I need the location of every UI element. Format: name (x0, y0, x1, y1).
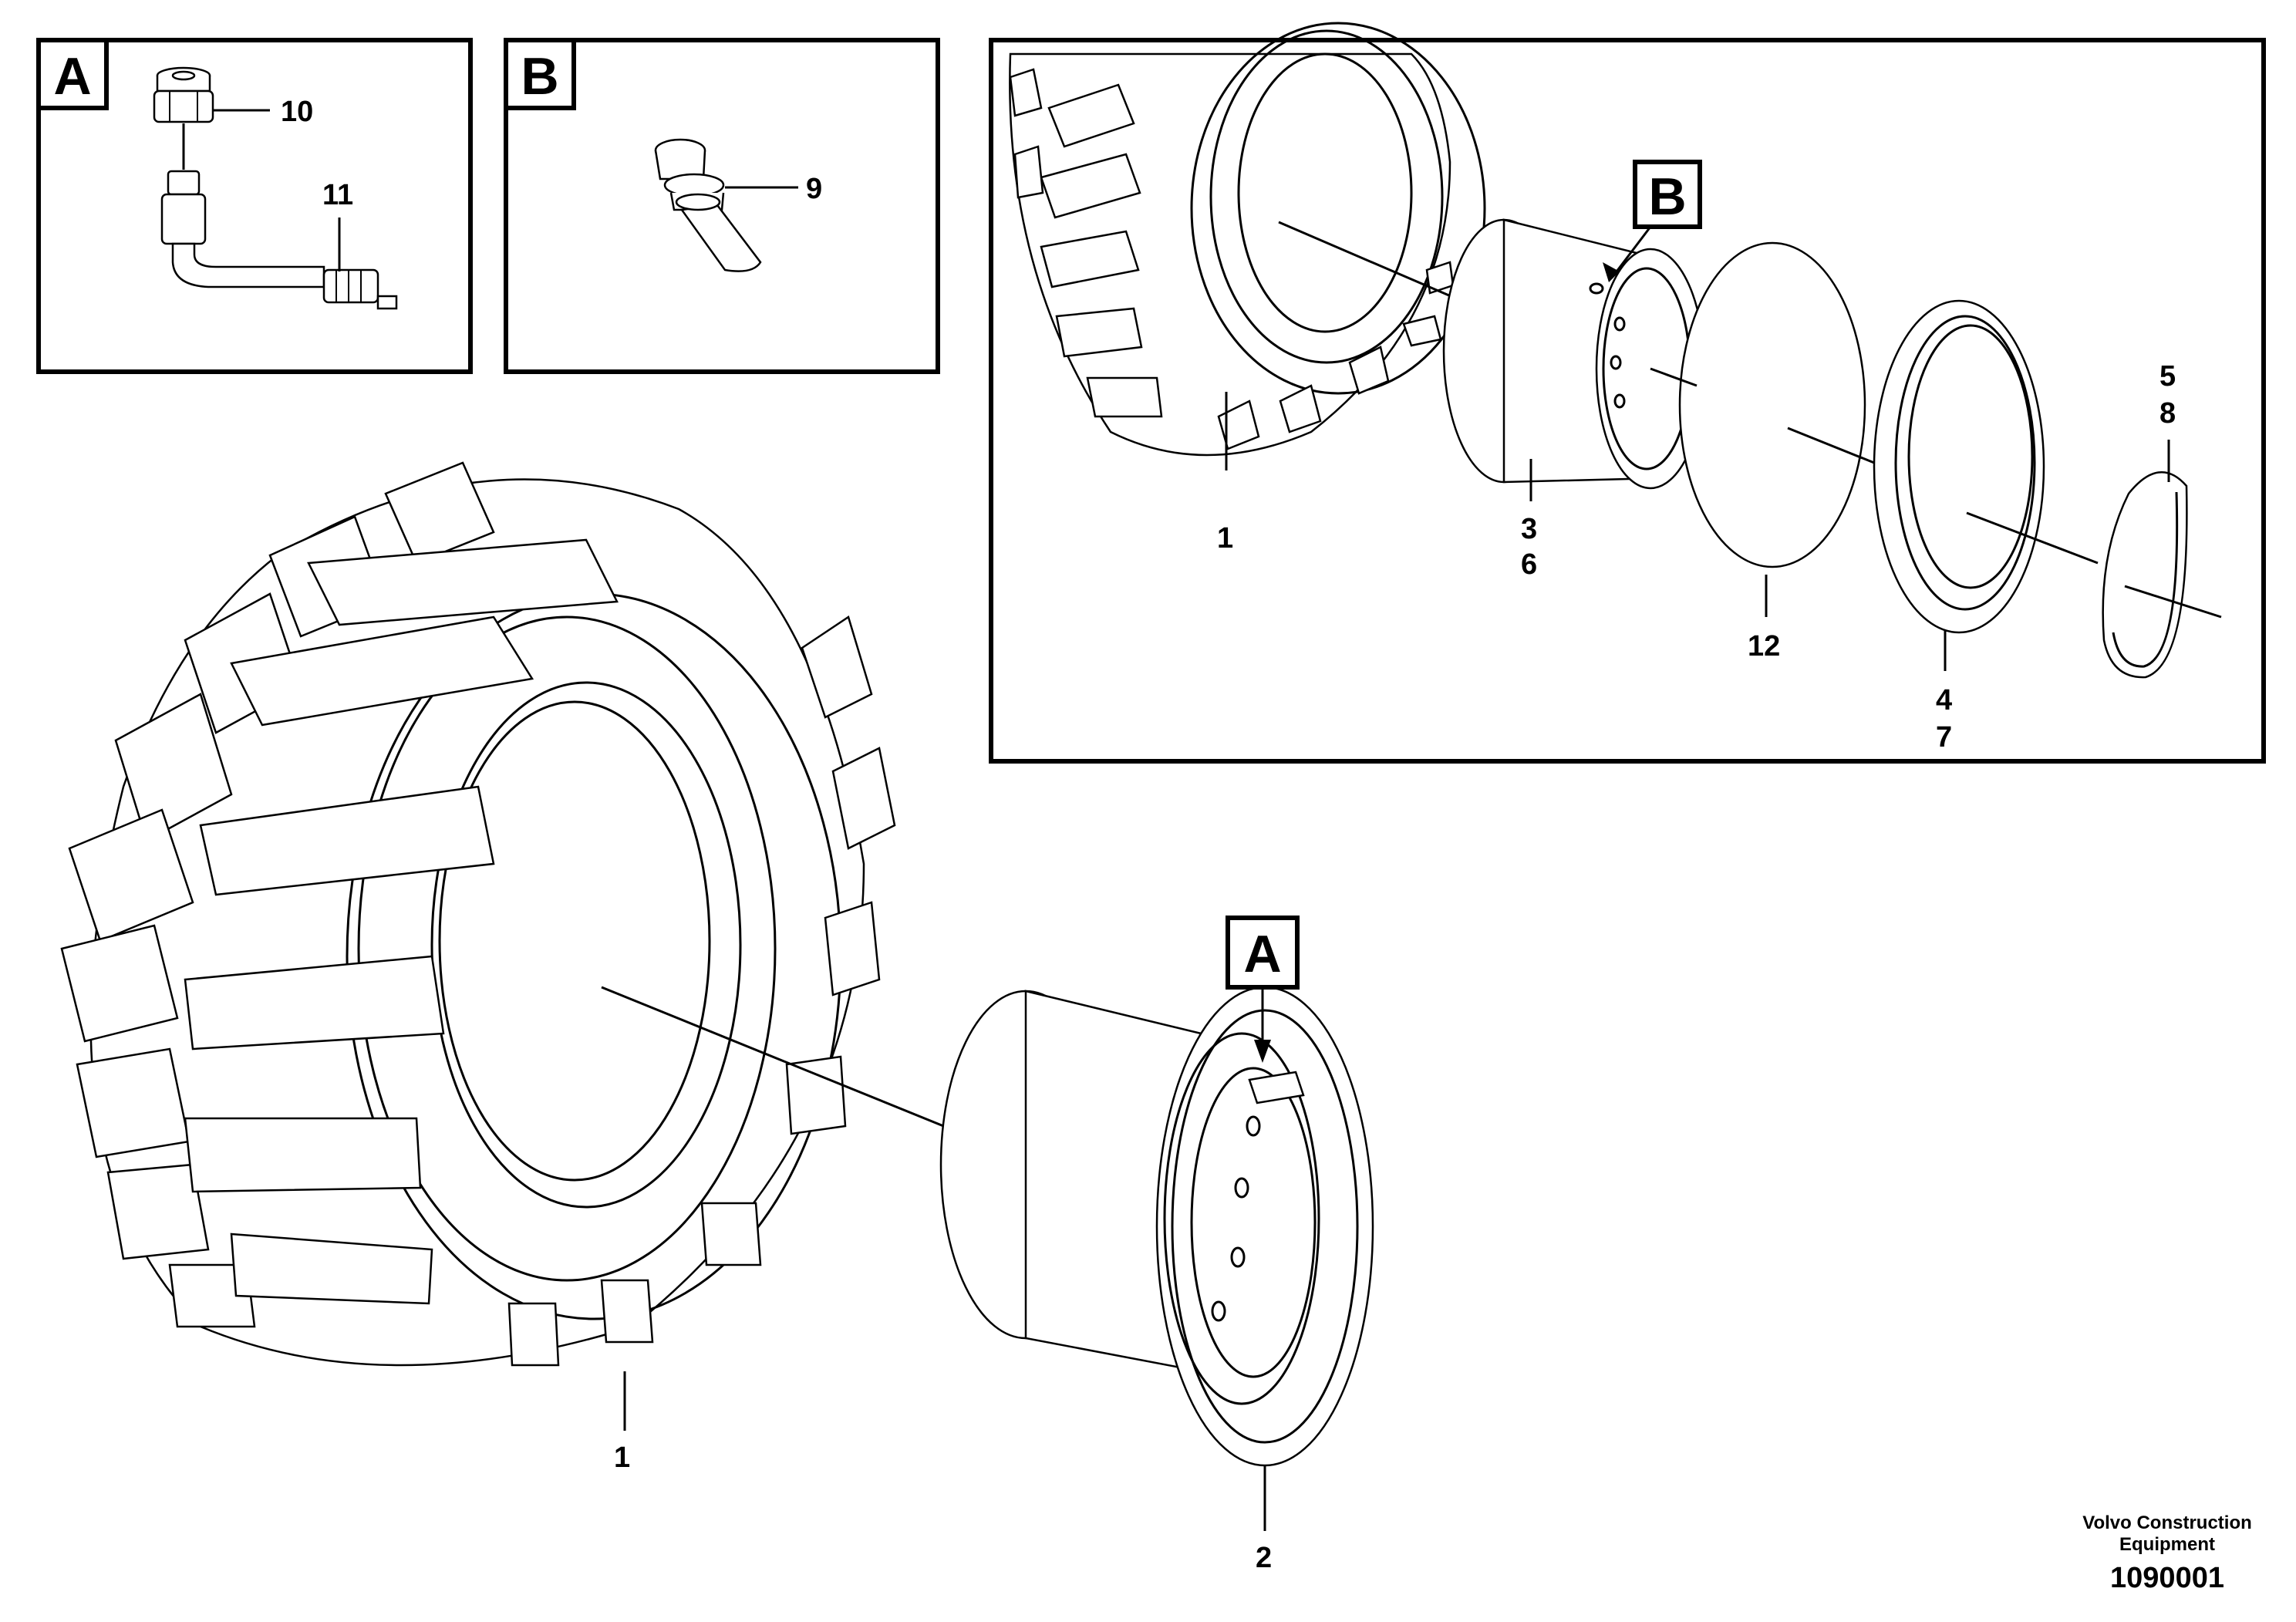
main-a-tag-box (1226, 916, 1300, 990)
exploded-b-tag: B (1648, 167, 1686, 226)
detail-a-tag-box (36, 38, 109, 110)
exploded-view-panel: 1 3 6 B 12 (989, 22, 2266, 764)
valve-cap (153, 66, 214, 123)
exploded-disc (1678, 241, 1866, 568)
exploded-tire (1009, 22, 1486, 457)
valve-base (654, 138, 762, 272)
callout-7: 7 (1936, 721, 1952, 754)
callout-2: 2 (1256, 1542, 1272, 1574)
footer-company-line2: Equipment (2119, 1534, 2215, 1555)
callout-main-1: 1 (614, 1442, 630, 1474)
callout-4: 4 (1936, 684, 1952, 717)
callout-9: 9 (806, 173, 822, 205)
detail-b-tag: B (521, 47, 558, 106)
detail-b-panel: B 9 (504, 38, 940, 374)
callout-exploded-1: 1 (1217, 522, 1233, 555)
callout-5: 5 (2159, 360, 2176, 393)
main-rim (939, 986, 1374, 1467)
callout-8: 8 (2159, 397, 2176, 430)
valve-stem (160, 170, 398, 310)
callout-10: 10 (281, 96, 313, 128)
detail-a-tag: A (53, 47, 91, 106)
callout-12: 12 (1748, 630, 1780, 663)
detail-a-panel: A 10 11 (36, 38, 473, 374)
callout-6: 6 (1521, 548, 1537, 581)
main-a-tag: A (1243, 925, 1281, 983)
exploded-lock-ring (2102, 470, 2188, 679)
exploded-rim (1442, 218, 1706, 490)
detail-b-tag-box (504, 38, 576, 110)
exploded-b-tag-box (1633, 160, 1702, 229)
exploded-flange (1873, 299, 2045, 634)
footer-drawing-number: 1090001 (2110, 1562, 2224, 1594)
footer-company-line1: Volvo Construction (2082, 1512, 2252, 1533)
callout-11: 11 (322, 179, 353, 211)
callout-3: 3 (1521, 513, 1537, 545)
main-tire (60, 461, 896, 1367)
